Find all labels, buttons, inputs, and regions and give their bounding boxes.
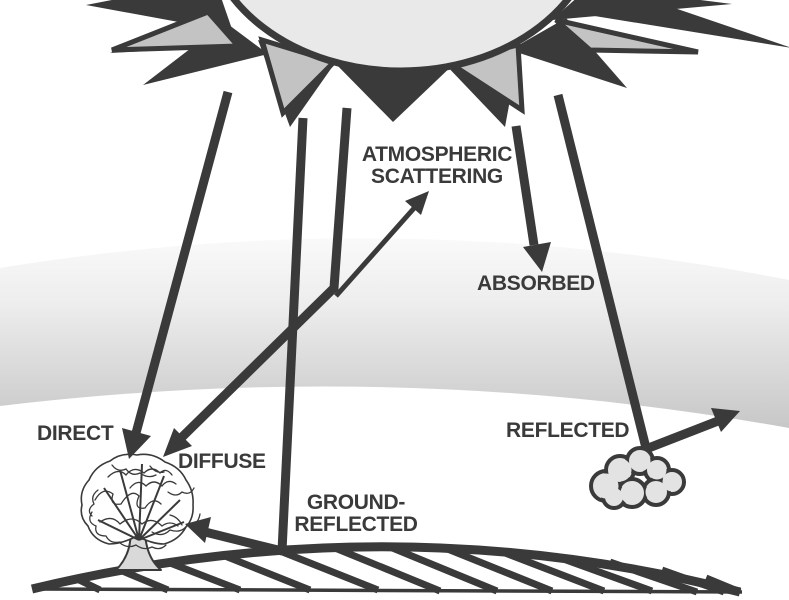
direct-ray — [122, 90, 233, 459]
ground-hatching — [73, 543, 742, 596]
diffuse-ray — [163, 107, 352, 457]
ground-reflected-arrowhead — [185, 517, 211, 543]
tree-foliage-scribbles — [88, 464, 201, 550]
ground-baseline — [35, 587, 743, 594]
direct-arrowhead — [122, 428, 151, 459]
label-diffuse: DIFFUSE — [178, 450, 266, 473]
diffuse-arrowhead — [163, 428, 192, 457]
cloud-fill-overlay — [593, 450, 682, 506]
label-reflected: REFLECTED — [506, 419, 630, 442]
label-ground-reflected: GROUND- REFLECTED — [294, 491, 418, 536]
cloud-reflected-ray — [553, 93, 740, 454]
atmospheric-scattering-ray — [334, 191, 429, 298]
absorbed-ray — [511, 125, 551, 272]
reflected-arrowhead — [711, 408, 740, 432]
label-atmospheric-scattering: ATMOSPHERIC SCATTERING — [361, 143, 513, 188]
cloud — [589, 446, 686, 510]
sun — [86, 0, 789, 127]
tree — [80, 453, 201, 571]
absorbed-arrowhead — [523, 242, 551, 272]
label-direct: DIRECT — [37, 422, 114, 445]
scattering-arrowhead — [405, 191, 429, 215]
sun-disk — [230, 0, 572, 75]
radiation-rays — [122, 90, 740, 556]
tree-branches — [97, 463, 185, 541]
label-absorbed: ABSORBED — [477, 272, 595, 295]
